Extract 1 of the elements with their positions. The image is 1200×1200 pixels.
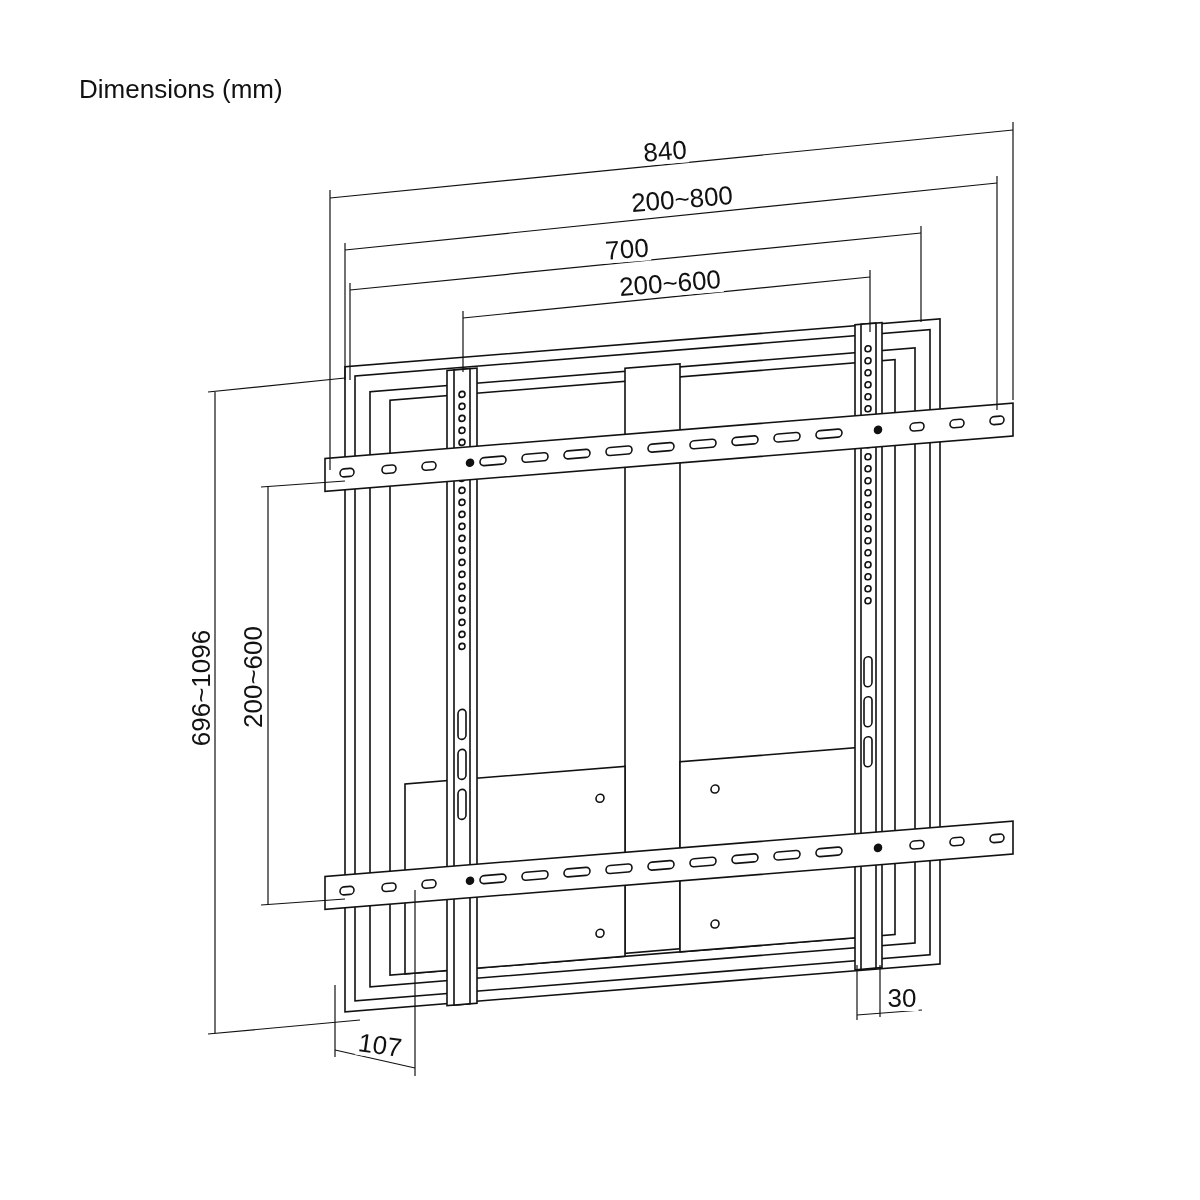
title: Dimensions (mm) [79, 74, 283, 105]
